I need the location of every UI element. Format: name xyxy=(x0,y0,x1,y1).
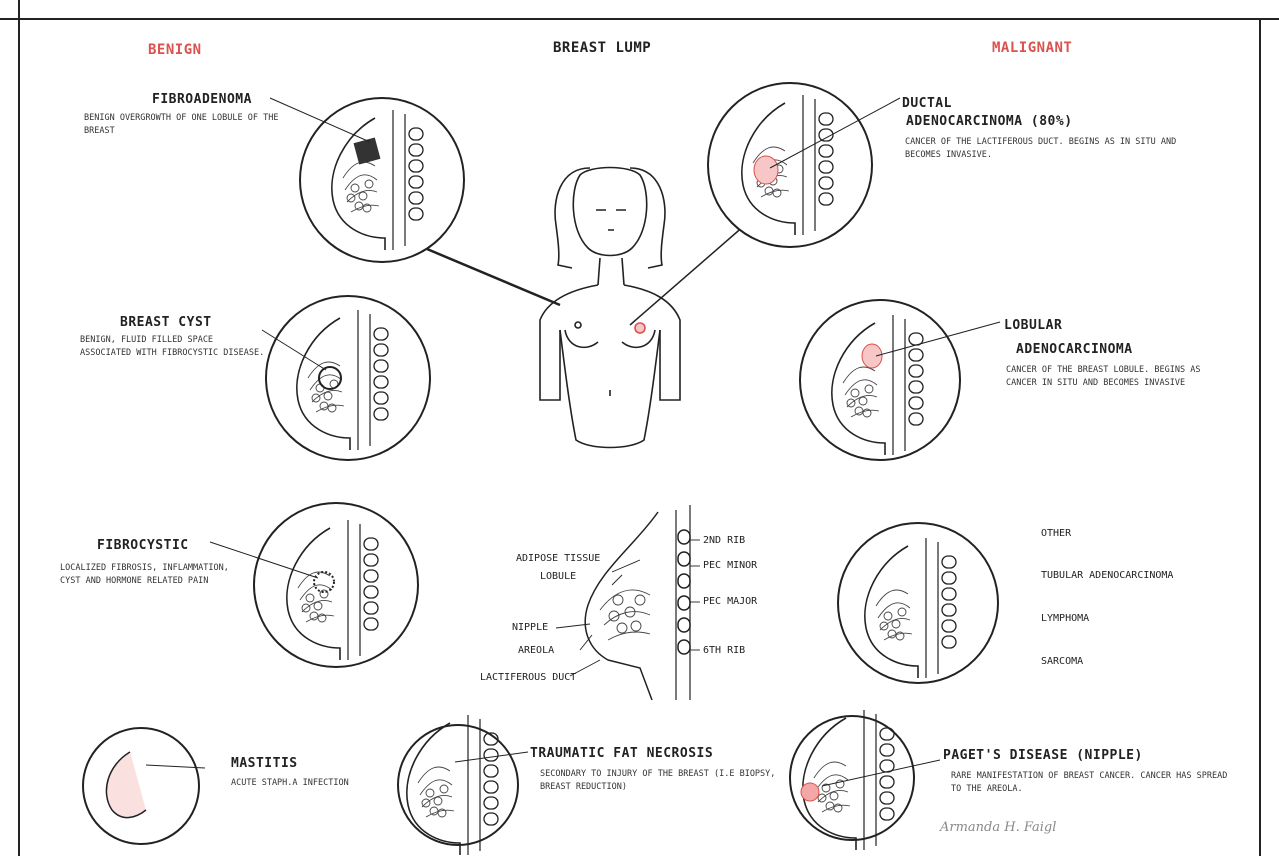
anatomy-label-adipose: ADIPOSE TISSUE xyxy=(516,553,600,564)
other-item-lymphoma: LYMPHOMA xyxy=(1041,613,1089,624)
fibrocystic-desc: LOCALIZED FIBROSIS, INFLAMMATION, CYST A… xyxy=(60,562,235,588)
anatomy-label-rib6: 6th RIB xyxy=(703,645,745,656)
anatomy-label-areola: AREOLA xyxy=(518,645,554,656)
anatomy-label-pec-minor: PEC MINOR xyxy=(703,560,757,571)
torso-figure xyxy=(540,168,680,448)
pagets-title: PAGET'S DISEASE (NIPPLE) xyxy=(943,748,1143,763)
ductal-circle xyxy=(708,83,900,247)
lobular-desc: CANCER OF THE BREAST LOBULE. BEGINS AS C… xyxy=(1006,364,1221,390)
fat-necrosis-circle xyxy=(398,715,528,855)
author-signature: Armanda H. Faigl xyxy=(940,820,1056,835)
malignant-heading: MALIGNANT xyxy=(992,40,1072,56)
anatomy-label-pec-major: PEC MAJOR xyxy=(703,596,757,607)
anatomy-drawing xyxy=(556,505,700,700)
fat-necrosis-title: TRAUMATIC FAT NECROSIS xyxy=(530,746,713,761)
fibroadenoma-title: FIBROADENOMA xyxy=(152,92,252,107)
cyst-circle xyxy=(262,296,430,460)
anatomy-label-rib2: 2nd RIB xyxy=(703,535,745,546)
ductal-title-1: DUCTAL xyxy=(902,96,952,111)
lobular-title-2: ADENOCARCINOMA xyxy=(1016,342,1133,357)
mastitis-circle xyxy=(83,728,205,844)
anatomy-label-lobule: LOBULE xyxy=(540,571,576,582)
mastitis-title: MASTITIS xyxy=(231,756,298,771)
cyst-title: BREAST CYST xyxy=(120,315,212,330)
mastitis-desc: ACUTE STAPH.A INFECTION xyxy=(231,777,349,790)
fat-necrosis-desc: SECONDARY TO INJURY OF THE BREAST (I.E B… xyxy=(540,768,790,794)
page-title: BREAST LUMP xyxy=(553,40,651,56)
fibroadenoma-desc: BENIGN OVERGROWTH OF ONE LOBULE OF THE B… xyxy=(84,112,284,138)
fibroadenoma-circle xyxy=(270,98,464,262)
anatomy-label-nipple: NIPPLE xyxy=(512,622,548,633)
anatomy-label-lactiferous: LACTIFEROUS DUCT xyxy=(480,672,576,683)
fibrocystic-title: FIBROCYSTIC xyxy=(97,538,189,553)
cyst-desc: BENIGN, FLUID FILLED SPACE ASSOCIATED WI… xyxy=(80,334,265,360)
connector-line-right xyxy=(630,225,745,325)
other-item-tubular: TUBULAR ADENOCARCINOMA xyxy=(1041,570,1173,581)
other-item-sarcoma: SARCOMA xyxy=(1041,656,1083,667)
fibrocystic-circle xyxy=(210,503,418,667)
ductal-title-2: ADENOCARCINOMA (80%) xyxy=(906,114,1073,129)
pagets-circle xyxy=(790,710,940,850)
other-title: OTHER xyxy=(1041,528,1071,539)
benign-heading: BENIGN xyxy=(148,42,202,58)
pagets-desc: RARE MANIFESTATION OF BREAST CANCER. CAN… xyxy=(951,770,1231,796)
lobular-circle xyxy=(800,300,1000,460)
other-circle xyxy=(838,523,998,683)
ductal-desc: CANCER OF THE LACTIFEROUS DUCT. BEGINS A… xyxy=(905,136,1215,162)
lobular-title-1: LOBULAR xyxy=(1004,318,1062,333)
